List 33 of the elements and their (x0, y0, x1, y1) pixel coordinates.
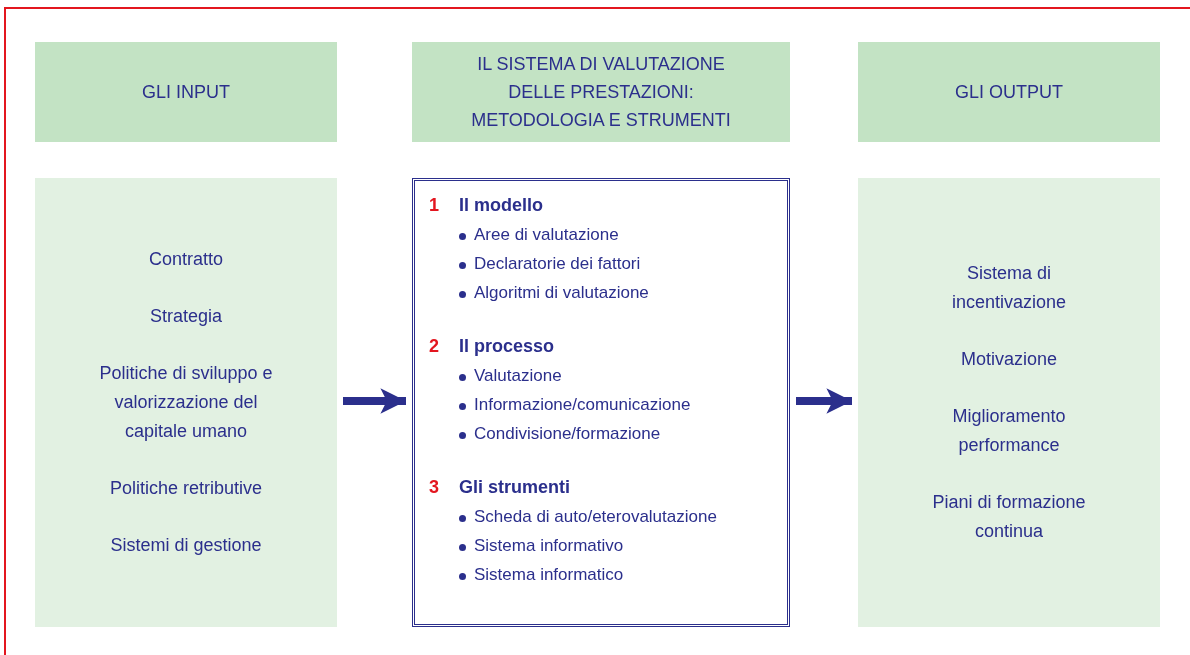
panel-box (858, 178, 1160, 627)
section-number: 1 (429, 194, 440, 217)
section-number: 3 (429, 476, 440, 499)
section-heading: Il modello (459, 194, 543, 217)
section-heading: Gli strumenti (459, 476, 570, 499)
item-text: Politiche di sviluppo e valorizzazione del capitale umano (98, 362, 274, 443)
column-heading: GLI OUTPUT (955, 81, 1063, 104)
section-number: 2 (429, 335, 440, 358)
bullet-text: Scheda di auto/eterovalutazione (474, 506, 717, 528)
item-text: Sistema di incentivazione (950, 262, 1068, 314)
item-text: Miglioramento performance (951, 405, 1067, 457)
bullet-text: Valutazione (474, 365, 562, 387)
bullet-text: Condivisione/formazione (474, 423, 661, 445)
section-heading: Il processo (459, 335, 555, 358)
bullet-text: Algoritmi di valutazione (474, 282, 649, 304)
panel-box (35, 178, 337, 627)
header-box (858, 42, 1160, 142)
item-text: Sistemi di gestione (109, 534, 263, 557)
item-text: Strategia (148, 305, 223, 328)
header-box (35, 42, 337, 142)
column-heading: GLI INPUT (142, 81, 230, 104)
bullet-text: Informazione/comunicazione (474, 394, 691, 416)
bullet-text: Sistema informatico (474, 564, 624, 586)
content-box (412, 178, 790, 627)
bullet-text: Declaratorie dei fattori (474, 253, 641, 275)
item-text: Piani di formazione continua (931, 491, 1087, 543)
bullet-text: Aree di valutazione (474, 224, 619, 246)
column-heading: IL SISTEMA DI VALUTAZIONE DELLE PRESTAZIONI: METODOLOGIA E STRUMENTI (470, 53, 732, 132)
item-text: Contratto (147, 248, 224, 271)
item-text: Motivazione (959, 348, 1058, 371)
item-text: Politiche retributive (108, 477, 264, 500)
header-box (412, 42, 790, 142)
bullet-text: Sistema informativo (474, 535, 624, 557)
